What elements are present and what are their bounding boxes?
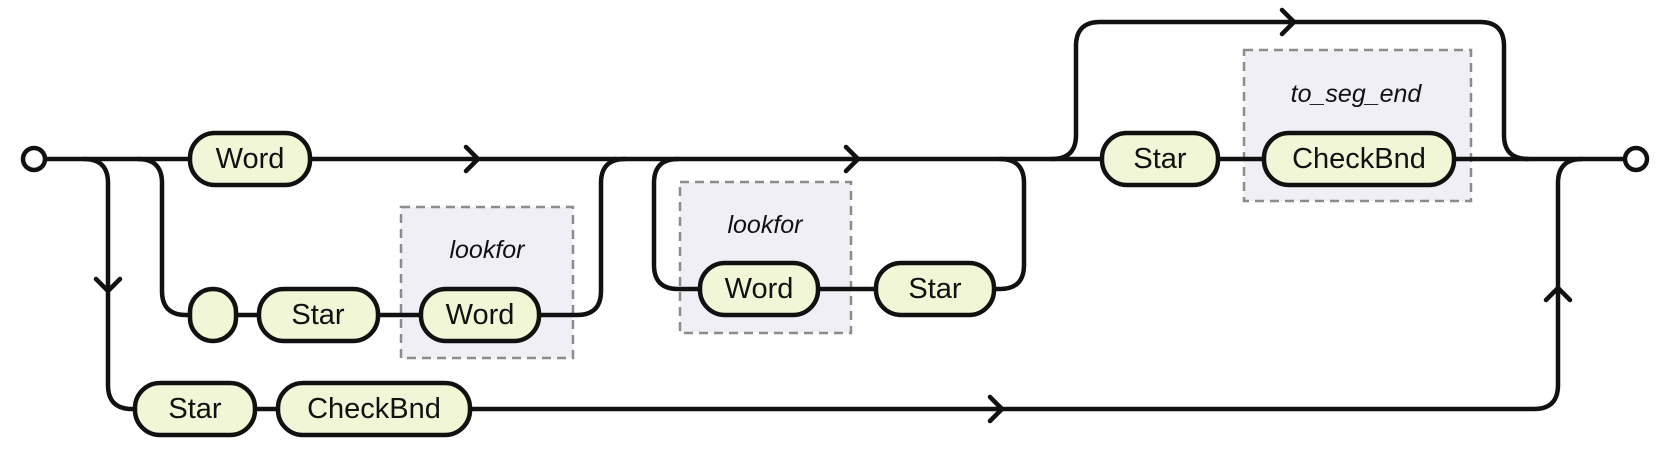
arrow-down-icon — [93, 276, 123, 294]
arrow-right-icon — [463, 144, 481, 174]
terminal-star: Star — [256, 286, 381, 344]
arrow-right-icon — [843, 144, 861, 174]
track-alt-branch-up — [536, 156, 628, 318]
arrow-right-icon — [987, 394, 1005, 424]
terminal-box — [1261, 130, 1457, 188]
terminal-star: Star — [1099, 130, 1221, 188]
track-loop-right — [991, 156, 1027, 292]
terminal-word: Word — [697, 260, 821, 318]
arrow-up-icon — [1543, 285, 1573, 303]
end-terminal-icon — [1622, 145, 1650, 173]
direction-arrows — [93, 7, 1573, 424]
track-optional-bypass — [1049, 19, 1531, 162]
track-loop-left — [651, 156, 703, 292]
terminal-word: Word — [187, 130, 313, 188]
terminal-label: Word — [446, 299, 515, 331]
terminal-box — [187, 130, 313, 188]
to-seg-end-group-label: to_seg_end — [1291, 80, 1423, 108]
terminal-checkbnd: CheckBnd — [1261, 130, 1457, 188]
terminal-label: Star — [908, 273, 962, 305]
lookfor-group-label-1: lookfor — [449, 236, 526, 264]
terminal-label: Star — [1133, 143, 1187, 175]
terminal-box — [132, 380, 258, 438]
terminal-label: Star — [291, 299, 345, 331]
terminal-star: Star — [132, 380, 258, 438]
terminal-box — [873, 260, 997, 318]
terminal-label: CheckBnd — [1292, 143, 1426, 175]
terminal-box — [187, 286, 239, 344]
terminal-box — [1099, 130, 1221, 188]
terminal-label: CheckBnd — [307, 393, 441, 425]
terminal-label: Star — [168, 393, 222, 425]
terminal-label: Word — [216, 143, 285, 175]
terminal-checkbnd: CheckBnd — [275, 380, 473, 438]
terminal-star: Star — [873, 260, 997, 318]
lookfor-group-label-2: lookfor — [727, 211, 804, 239]
arrow-right-icon — [1279, 7, 1297, 37]
terminal-box — [275, 380, 473, 438]
terminal-box — [697, 260, 821, 318]
terminal-empty — [187, 286, 239, 344]
terminal-word: Word — [418, 286, 542, 344]
start-terminal-icon — [20, 145, 48, 173]
terminal-label: Word — [725, 273, 794, 305]
track-bottom-branch-down — [81, 156, 138, 412]
track-alt-branch-down — [135, 156, 193, 318]
track-bottom-return — [467, 156, 1585, 412]
terminal-box — [418, 286, 542, 344]
terminal-box — [256, 286, 381, 344]
